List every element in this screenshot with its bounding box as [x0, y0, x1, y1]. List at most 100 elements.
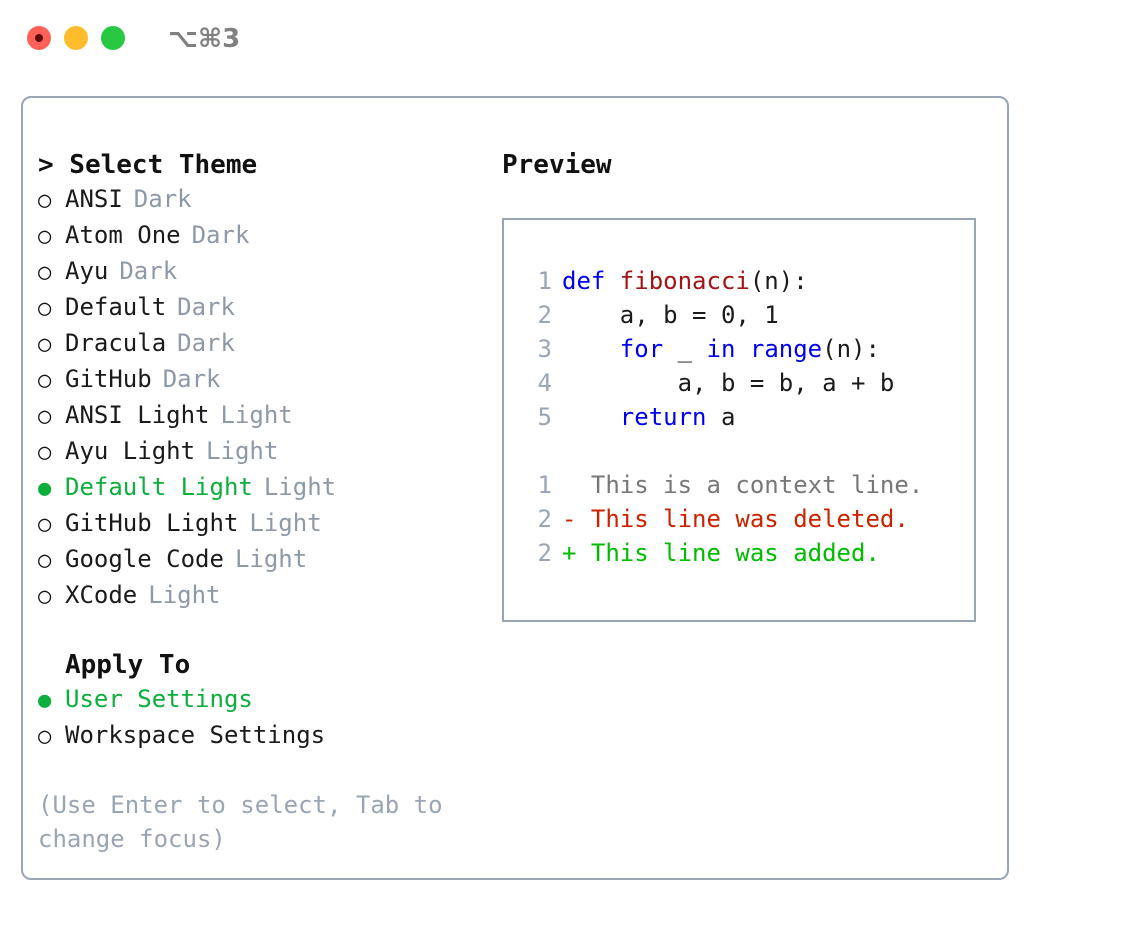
- theme-option-row[interactable]: ○ GitHub Dark: [38, 362, 498, 398]
- code-token: [735, 335, 749, 363]
- radio-unselected-icon: ○: [38, 440, 52, 465]
- theme-option-category-tag: Dark: [191, 221, 250, 249]
- code-line-text: a, b = b, a + b: [562, 366, 895, 400]
- maximize-button-icon[interactable]: [101, 26, 125, 50]
- theme-option-category-tag: Light: [234, 545, 308, 573]
- diff-line: 2- This line was deleted.: [518, 502, 923, 536]
- code-line-number: 5: [537, 403, 552, 431]
- radio-unselected-icon: ○: [38, 548, 52, 573]
- radio-unselected-icon: ○: [38, 368, 52, 393]
- code-token: (n):: [749, 267, 808, 295]
- keyboard-hint-text: (Use Enter to select, Tab to change focu…: [38, 791, 443, 853]
- diff-line: 2+ This line was added.: [518, 536, 923, 570]
- theme-option-label: XCode: [65, 581, 138, 609]
- theme-option-category-tag: Light: [263, 473, 337, 501]
- diff-sign: -: [562, 505, 577, 533]
- code-token: a, b = 0, 1: [562, 301, 779, 329]
- radio-unselected-icon: ○: [38, 260, 52, 285]
- code-line: 5 return a: [518, 400, 923, 434]
- apply-to-header: Apply To: [65, 650, 191, 680]
- theme-option-category-tag: Light: [206, 437, 279, 465]
- radio-unselected-icon: ○: [38, 584, 52, 609]
- diff-line-number: 1: [537, 471, 552, 499]
- code-line-text: return a: [562, 400, 736, 434]
- apply-to-list: ● User Settings ○ Workspace Settings: [38, 682, 498, 754]
- theme-option-label: ANSI: [65, 185, 123, 213]
- theme-option-row[interactable]: ○ Ayu Light Light: [38, 434, 498, 470]
- code-line: 4 a, b = b, a + b: [518, 366, 923, 400]
- code-line: 2 a, b = 0, 1: [518, 298, 923, 332]
- diff-line-text: This line was deleted.: [576, 505, 909, 533]
- preview-title: Preview: [502, 150, 612, 180]
- close-button-icon[interactable]: [27, 26, 51, 50]
- theme-option-label: ANSI Light: [65, 401, 210, 429]
- diff-line-number: 2: [537, 539, 552, 567]
- code-diff-spacer: [518, 434, 923, 468]
- radio-unselected-icon: ○: [38, 724, 52, 749]
- apply-to-option-row[interactable]: ○ Workspace Settings: [38, 718, 498, 754]
- diff-sign: +: [562, 539, 577, 567]
- code-token: [562, 403, 620, 431]
- code-token: fibonacci: [619, 267, 750, 295]
- theme-option-label: Ayu Light: [65, 437, 196, 465]
- theme-option-label: Default Light: [65, 473, 253, 501]
- section-spacer: [38, 614, 498, 648]
- diff-line-text: This is a context line.: [576, 471, 924, 499]
- theme-option-row[interactable]: ○ Dracula Dark: [38, 326, 498, 362]
- code-token: (n):: [822, 335, 880, 363]
- theme-option-category-tag: Dark: [162, 365, 221, 393]
- code-token: range: [749, 335, 823, 363]
- code-token: def: [562, 267, 620, 295]
- theme-option-category-tag: Dark: [177, 293, 235, 321]
- apply-to-option-row[interactable]: ● User Settings: [38, 682, 498, 718]
- code-line-text: def fibonacci(n):: [562, 264, 808, 298]
- diff-sign: [562, 468, 576, 502]
- code-token: [562, 335, 620, 363]
- theme-option-label: GitHub: [65, 365, 152, 393]
- code-line-number: 3: [537, 335, 552, 363]
- select-theme-header: > Select Theme: [38, 150, 258, 180]
- diff-line-number: 2: [537, 505, 552, 533]
- code-line-number: 4: [537, 369, 552, 397]
- diff-line: 1 This is a context line.: [518, 468, 924, 502]
- traffic-light-group: [27, 26, 125, 50]
- minimize-button-icon[interactable]: [64, 26, 88, 50]
- radio-selected-icon: ●: [38, 688, 52, 713]
- theme-option-row[interactable]: ○ ANSI Dark: [38, 182, 498, 218]
- code-line-number: 2: [537, 301, 552, 329]
- code-line-text: for _ in range(n):: [562, 332, 880, 366]
- theme-option-label: GitHub Light: [65, 509, 239, 537]
- theme-option-category-tag: Dark: [119, 257, 178, 285]
- theme-option-category-tag: Light: [220, 401, 293, 429]
- theme-option-row[interactable]: ○ GitHub Light Light: [38, 506, 498, 542]
- theme-option-row[interactable]: ○ ANSI Light Light: [38, 398, 498, 434]
- radio-unselected-icon: ○: [38, 512, 52, 537]
- theme-option-category-tag: Light: [249, 509, 322, 537]
- radio-unselected-icon: ○: [38, 404, 52, 429]
- radio-unselected-icon: ○: [38, 296, 52, 321]
- code-token: a: [706, 403, 736, 431]
- code-line-text: a, b = 0, 1: [562, 298, 779, 332]
- radio-unselected-icon: ○: [38, 188, 52, 213]
- theme-option-category-tag: Dark: [177, 329, 235, 357]
- apply-to-option-label: User Settings: [65, 685, 253, 713]
- apply-to-option-label: Workspace Settings: [65, 721, 326, 749]
- radio-unselected-icon: ○: [38, 332, 52, 357]
- code-token: _: [663, 335, 707, 363]
- theme-option-category-tag: Dark: [133, 185, 192, 213]
- theme-option-label: Dracula: [65, 329, 167, 357]
